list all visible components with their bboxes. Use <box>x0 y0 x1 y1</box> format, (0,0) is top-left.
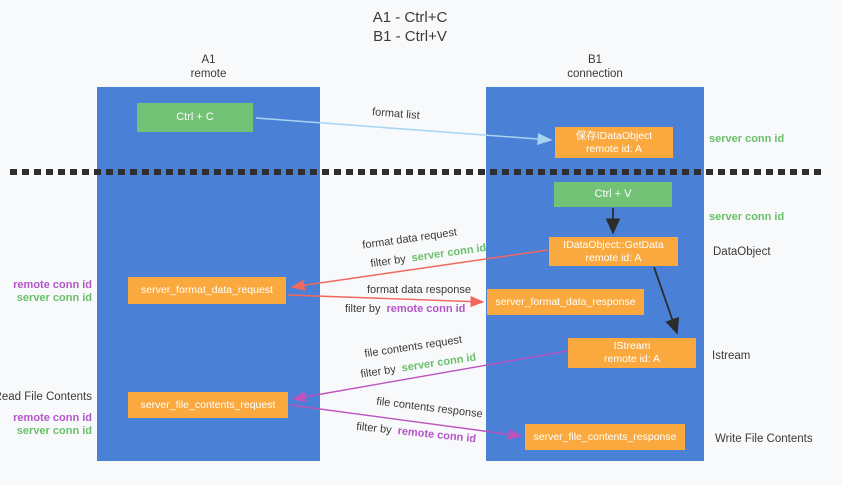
remote-conn-id-text: remote conn id <box>386 303 466 315</box>
label-filter-by-remote-conn-id-2: filter by remote conn id <box>356 421 477 446</box>
node-server-format-data-request-label: server_format_data_request <box>141 284 273 296</box>
column-a1-name: A1 <box>201 54 216 66</box>
column-header-b1: B1 connection <box>486 53 704 81</box>
left-label-remote-conn-id-2: remote conn id <box>13 412 92 424</box>
node-getdata-line1: IDataObject::GetData <box>563 238 664 251</box>
node-ctrl-v: Ctrl + V <box>554 182 672 207</box>
node-server-file-contents-request-label: server_file_contents_request <box>140 398 276 411</box>
node-getdata-line2: remote id: A <box>585 251 642 264</box>
node-server-format-data-response-label: server_format_data_response <box>495 295 636 308</box>
title-line-1: A1 - Ctrl+C <box>372 9 448 26</box>
label-format-list: format list <box>371 106 421 122</box>
filter-by-text: filter by <box>359 363 397 381</box>
diagram-title: A1 - Ctrl+C B1 - Ctrl+V <box>0 8 820 46</box>
node-server-format-data-request: server_format_data_request <box>128 277 286 304</box>
server-conn-id-text: server conn id <box>410 241 488 265</box>
right-label-write-file-contents: Write File Contents <box>715 433 813 445</box>
node-save-dataobject-line2: remote id: A <box>585 142 643 155</box>
filter-by-text: filter by <box>355 420 393 437</box>
right-label-server-conn-id-mid: server conn id <box>709 211 785 223</box>
node-ctrl-c-label: Ctrl + C <box>176 111 214 123</box>
column-a1-subtitle: remote <box>190 68 227 80</box>
filter-by-text: filter by <box>369 253 407 271</box>
node-server-file-contents-request: server_file_contents_request <box>128 392 288 418</box>
label-filter-by-remote-conn-id-1: filter by remote conn id <box>345 303 465 315</box>
node-ctrl-c: Ctrl + C <box>137 103 253 132</box>
left-label-server-conn-id-1: server conn id <box>16 292 92 304</box>
node-save-dataobject-line1: 保存IDataObject <box>575 129 653 142</box>
left-label-remote-conn-id-1: remote conn id <box>13 279 92 291</box>
remote-conn-id-text: remote conn id <box>397 425 477 446</box>
server-conn-id-text: server conn id <box>400 351 477 375</box>
node-istream-line2: remote id: A <box>603 353 661 365</box>
node-save-dataobject: 保存IDataObject remote id: A <box>555 127 673 158</box>
label-format-data-response: format data response <box>367 284 471 296</box>
label-file-contents-response: file contents response <box>375 395 484 421</box>
title-line-2: B1 - Ctrl+V <box>373 28 447 45</box>
right-label-istream: Istream <box>712 350 751 362</box>
right-label-server-conn-id-top: server conn id <box>709 133 785 145</box>
node-server-file-contents-response: server_file_contents_response <box>525 424 685 450</box>
node-getdata: IDataObject::GetData remote id: A <box>549 237 678 266</box>
node-istream-line1: IStream <box>613 340 651 352</box>
node-ctrl-v-label: Ctrl + V <box>594 188 632 200</box>
column-b1-name: B1 <box>587 54 603 66</box>
column-b1-subtitle: connection <box>567 68 623 80</box>
node-server-format-data-response: server_format_data_response <box>487 289 644 315</box>
phase-separator-dashed-line <box>10 169 825 175</box>
node-server-file-contents-response-label: server_file_contents_response <box>533 430 677 443</box>
right-label-dataobject: DataObject <box>713 246 771 258</box>
left-label-read-file-contents: Read File Contents <box>0 391 92 403</box>
column-header-a1: A1 remote <box>97 53 320 81</box>
filter-by-text: filter by <box>345 303 381 315</box>
left-label-server-conn-id-2: server conn id <box>16 425 92 437</box>
node-istream: IStream remote id: A <box>568 338 696 368</box>
